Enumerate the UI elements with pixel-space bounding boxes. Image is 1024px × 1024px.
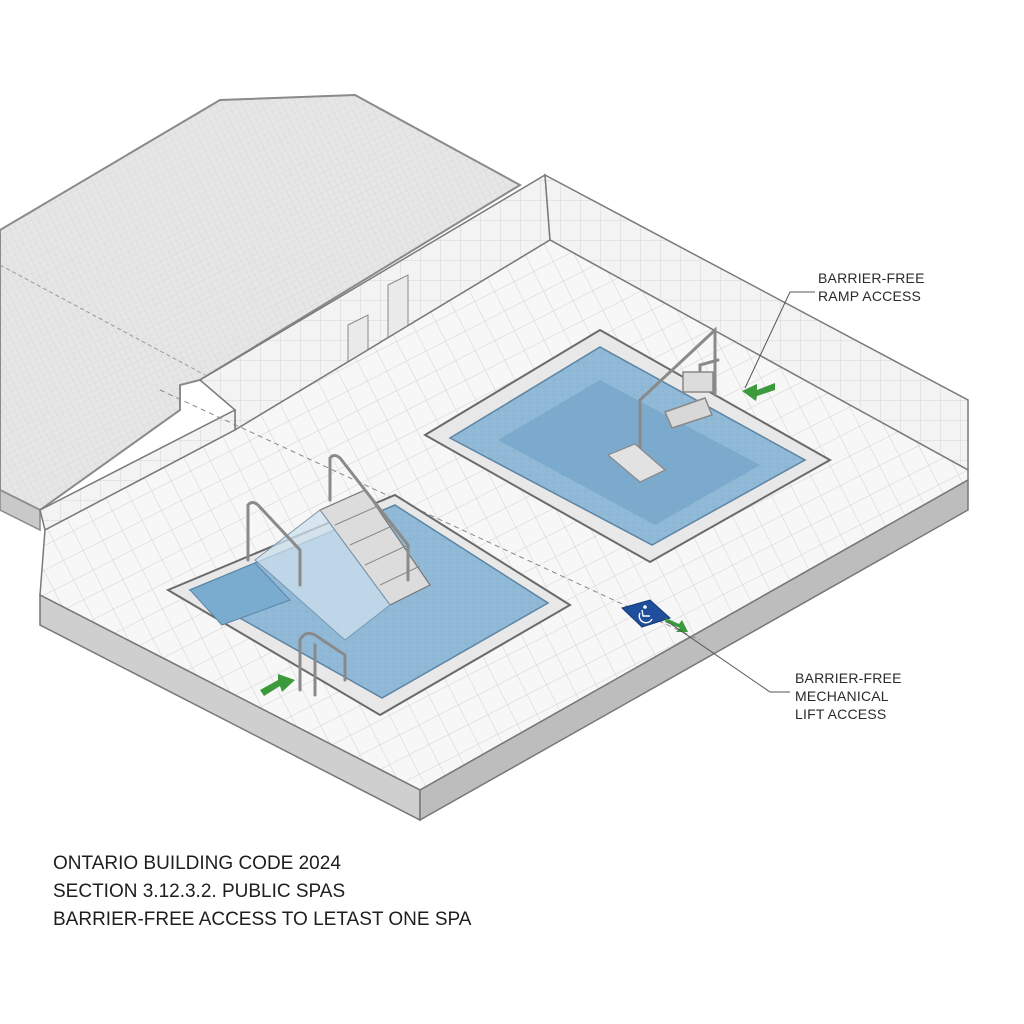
callout-leaders [667,291,815,693]
callout-lift-line-3: LIFT ACCESS [795,706,887,722]
callout-lift-line-1: BARRIER-FREE [795,670,902,686]
callout-lift-line-2: MECHANICAL [795,688,889,704]
mechanical-lift [638,326,720,452]
back-wall [39,173,969,532]
tiled-deck [39,239,969,822]
building-roof [0,93,523,532]
entry-arrow-icon [260,383,775,696]
spa-lift [423,326,833,564]
caption-line-3: BARRIER-FREE ACCESS TO LETAST ONE SPA [53,909,472,930]
callout-lift-access: BARRIER-FREE MECHANICAL LIFT ACCESS [795,669,902,723]
caption-line-1: ONTARIO BUILDING CODE 2024 [53,853,341,874]
callout-ramp-line-2: RAMP ACCESS [818,288,922,304]
accessibility-sign-icon [621,599,671,628]
callout-ramp-access: BARRIER-FREE RAMP ACCESS [818,269,925,305]
caption-line-2: SECTION 3.12.3.2. PUBLIC SPAS [53,881,346,902]
spa-steps [254,489,431,641]
spa-stairs [165,454,572,717]
code-caption: ONTARIO BUILDING CODE 2024 SECTION 3.12.… [53,850,471,934]
callout-ramp-line-1: BARRIER-FREE [818,270,925,286]
handrail [246,454,410,697]
